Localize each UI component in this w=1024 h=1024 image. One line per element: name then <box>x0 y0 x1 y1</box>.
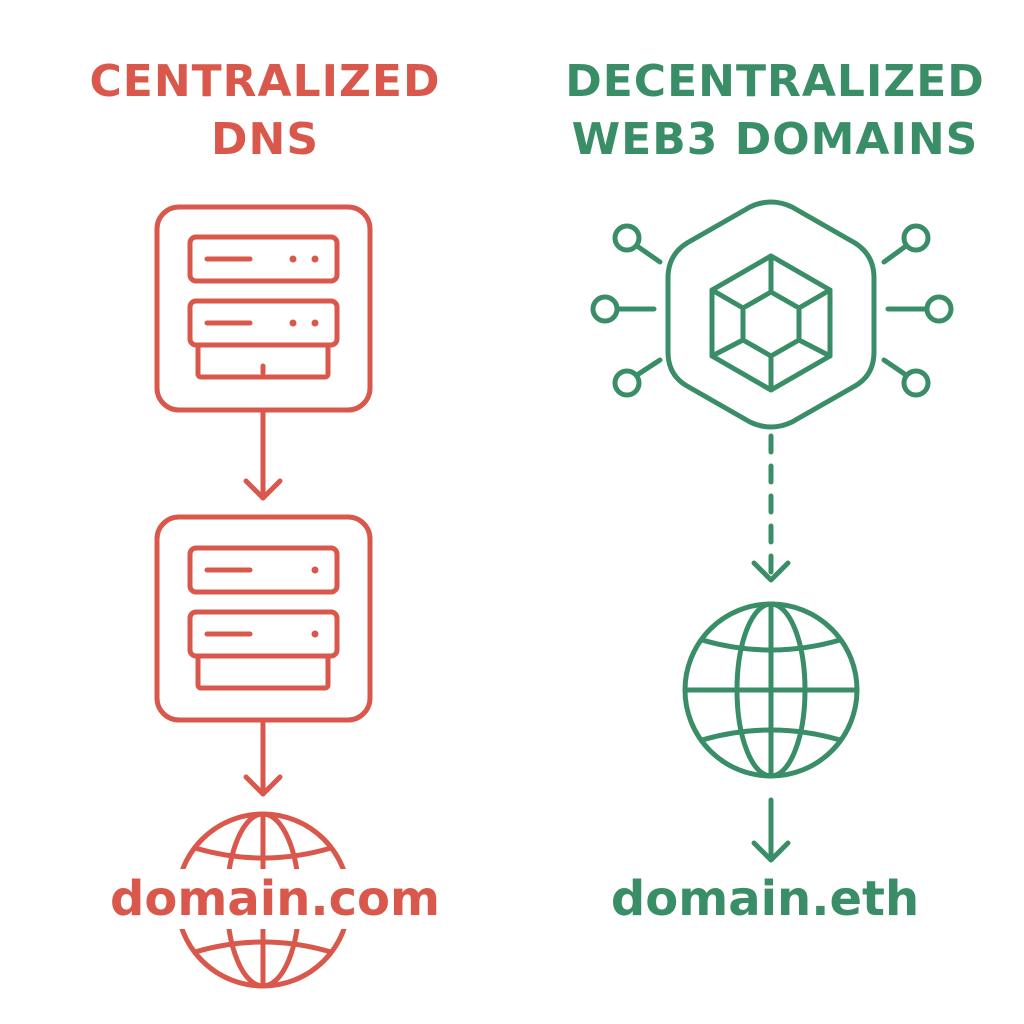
down-arrow-icon <box>243 409 283 501</box>
down-arrow-icon <box>243 719 283 797</box>
dashed-down-arrow-icon <box>751 433 791 583</box>
decentralized-domain-label: domain.eth <box>600 869 930 929</box>
decentralized-column <box>590 199 954 863</box>
network-node-icon <box>590 294 657 324</box>
centralized-heading-line2: DNS <box>210 114 320 165</box>
network-node-icon <box>885 294 954 324</box>
down-arrow-icon <box>751 797 791 863</box>
centralized-heading-line1: CENTRALIZED <box>89 56 441 107</box>
centralized-heading: CENTRALIZED DNS <box>40 53 490 169</box>
centralized-domain-label: domain.com <box>110 869 441 929</box>
network-node-icon <box>612 357 663 398</box>
network-node-icon <box>881 223 931 265</box>
server-stack-icon <box>154 514 373 723</box>
blockchain-hexagon-icon <box>590 199 954 430</box>
server-stack-icon <box>154 204 373 413</box>
network-node-icon <box>881 357 931 398</box>
globe-icon <box>682 601 860 779</box>
decentralized-heading: DECENTRALIZED WEB3 DOMAINS <box>540 53 1010 169</box>
network-node-icon <box>612 223 663 265</box>
decentralized-heading-line1: DECENTRALIZED <box>565 56 985 107</box>
decentralized-heading-line2: WEB3 DOMAINS <box>571 114 979 165</box>
